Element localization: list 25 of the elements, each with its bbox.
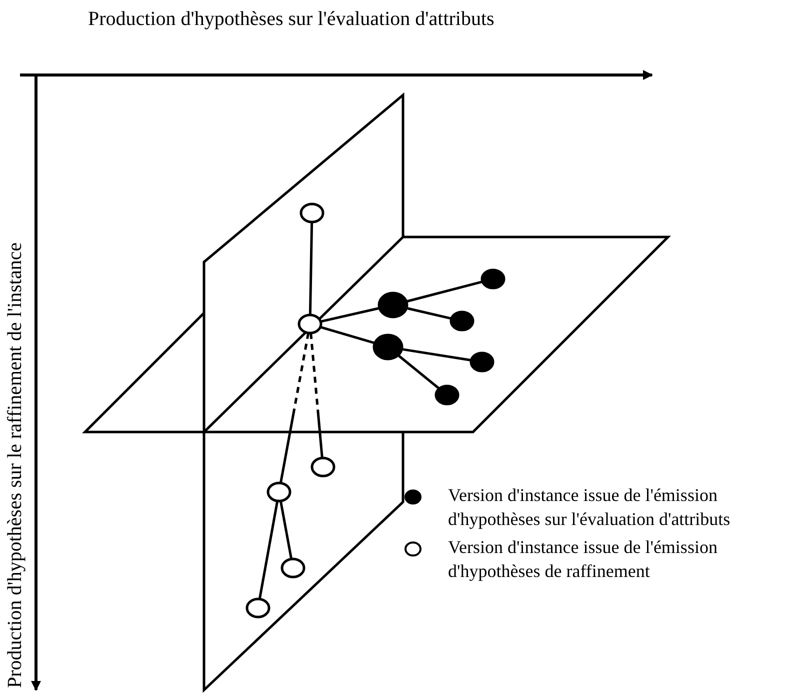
legend-text: Version d'instance issue de l'émission d'hypothèses de raffinement [448,536,718,583]
connector-line [406,306,452,320]
connector-line [279,500,293,560]
connector-line [279,332,310,484]
connector-line [406,280,483,303]
connector-line [258,500,279,600]
hollow-instance-node [300,202,324,224]
hollow-instance-node [266,482,292,502]
filled-instance-node [434,384,460,406]
hollow-instance-node [280,558,306,578]
connector-line [320,326,376,344]
filled-instance-node [470,352,494,372]
hollow-instance-node [310,456,336,478]
axis-label: Production d'hypothèses sur le raffinement de l'instance [4,242,27,688]
connector-line [308,222,314,316]
hollow-instance-node [246,598,270,618]
axis-label: Production d'hypothèses sur l'évaluation d'attributs [88,8,494,31]
legend-text: Version d'instance issue de l'émission d'hypothèses sur l'évaluation d'attributs [448,484,732,531]
connector-line [402,348,472,362]
connector-line [397,354,440,390]
connector-line [310,332,324,458]
connector-line [320,306,380,323]
filled-instance-node [480,268,506,290]
filled-instance-node [450,310,474,332]
hollow-instance-node [298,314,322,334]
